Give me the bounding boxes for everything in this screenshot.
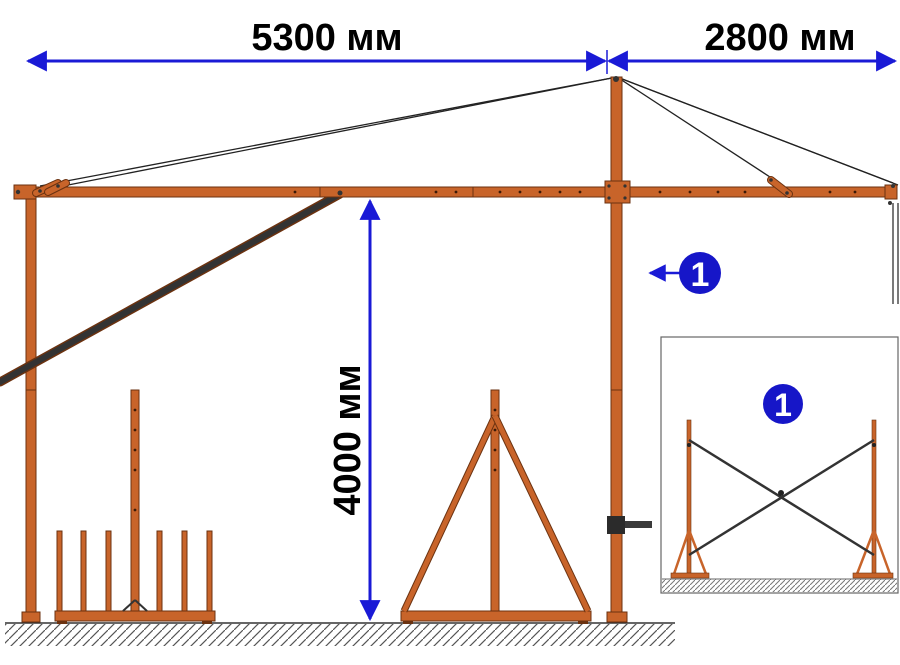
pole-rack [54, 389, 216, 624]
left-column [21, 191, 41, 623]
dimension-lines [25, 50, 898, 622]
dimension-left-span: 5300 мм [251, 17, 402, 59]
support-cables [39, 76, 899, 188]
ground [5, 622, 675, 646]
diagonal-strut [0, 189, 345, 387]
main-mast [604, 76, 652, 623]
a-frame-stand [400, 389, 592, 624]
inset-callout-number: 1 [774, 387, 792, 423]
dimension-height: 4000 мм [327, 364, 369, 515]
inset-detail: 1 [660, 336, 899, 594]
callout-number: 1 [691, 256, 710, 294]
callout-marker: 1 [648, 252, 721, 294]
boom [13, 176, 899, 304]
dimension-right-span: 2800 мм [704, 17, 855, 59]
